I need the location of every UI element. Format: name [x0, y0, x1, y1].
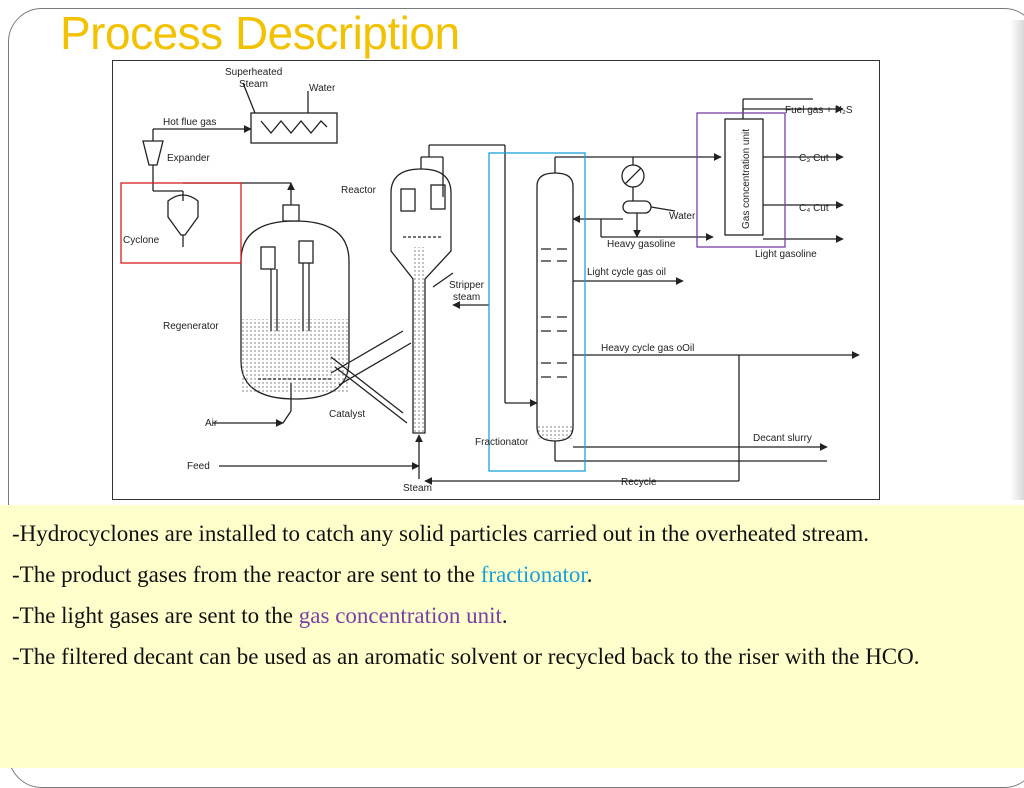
label-recycle: Recycle — [621, 477, 657, 488]
reflux-drum — [622, 200, 652, 214]
line2-prefix: -The product gases from the reactor are … — [12, 562, 481, 587]
label-feed: Feed — [187, 461, 210, 472]
label-cyclone: Cyclone — [123, 235, 160, 246]
label-heavy-gasoline: Heavy gasoline — [607, 239, 676, 250]
waste-heat-boiler — [250, 112, 338, 144]
label-hot-flue-gas: Hot flue gas — [163, 117, 216, 128]
label-stripper: Stripper — [449, 280, 485, 291]
fractionator-highlight-box — [488, 152, 586, 472]
gas-concentration-column — [724, 118, 764, 236]
cyclone-highlight-box — [120, 182, 242, 264]
line3-suffix: . — [501, 603, 508, 628]
expander-symbol — [142, 140, 164, 166]
label-gas-concentration-unit: Gas concentration unit — [741, 129, 752, 229]
label-c3-cut: C₃ Cut — [799, 153, 829, 164]
label-water-top: Water — [309, 83, 336, 94]
label-steam-bottom: Steam — [403, 483, 432, 494]
description-line-4: -The filtered decant can be used as an a… — [12, 644, 920, 669]
boiler-coil — [260, 119, 328, 135]
label-steam-top: Steam — [239, 79, 268, 90]
slide-title: Process Description — [60, 7, 460, 59]
slide-edge-shadow — [1010, 20, 1024, 500]
description-line-1: -Hydrocyclones are installed to catch an… — [12, 521, 870, 546]
label-light-cycle-gas-oil: Light cycle gas oil — [587, 267, 666, 278]
line2-suffix: . — [586, 562, 593, 587]
gas-unit-highlight-box — [696, 112, 786, 248]
fcc-process-diagram: Superheated Steam Water Hot flue gas Exp… — [112, 60, 880, 500]
label-c4-cut: C₄ Cut — [799, 203, 829, 214]
label-stripper-steam: steam — [453, 292, 480, 303]
label-fractionator: Fractionator — [475, 437, 529, 448]
label-regenerator: Regenerator — [163, 321, 219, 332]
description-line-3: -The light gases are sent to the gas con… — [12, 595, 1014, 636]
description-line-2: -The product gases from the reactor are … — [12, 554, 1014, 595]
description-panel: -Hydrocyclones are installed to catch an… — [0, 505, 1024, 768]
label-water-right: Water — [669, 211, 696, 222]
superheated-steam-line — [242, 82, 256, 114]
label-light-gasoline: Light gasoline — [755, 249, 817, 260]
line3-prefix: -The light gases are sent to the — [12, 603, 299, 628]
fractionator-highlight-text: fractionator — [480, 562, 587, 587]
label-air: Air — [205, 418, 218, 429]
label-fuel-gas: Fuel gas + H₂S — [785, 105, 853, 116]
label-superheated: Superheated — [225, 67, 282, 78]
label-heavy-cycle-gas-oil: Heavy cycle gas oOil — [601, 343, 694, 354]
fractionator-column — [536, 172, 574, 442]
label-decant-slurry: Decant slurry — [753, 433, 812, 444]
label-catalyst: Catalyst — [329, 409, 365, 420]
label-expander: Expander — [167, 153, 210, 164]
process-diagram-svg: Superheated Steam Water Hot flue gas Exp… — [120, 67, 860, 494]
label-reactor: Reactor — [341, 185, 377, 196]
gas-unit-highlight-text: gas concentration unit — [298, 603, 502, 628]
